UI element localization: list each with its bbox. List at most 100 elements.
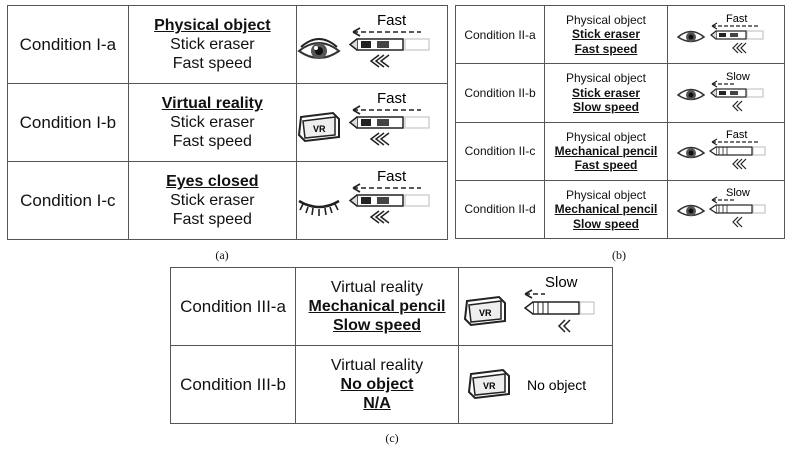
eye-icon <box>676 30 706 42</box>
illustration-cell: VR Slow <box>458 267 613 346</box>
condition-description: Physical object Stick eraser Fast speed <box>127 5 298 84</box>
description-line: Stick eraser <box>170 113 255 131</box>
description-line-emphasis: Slow speed <box>332 317 422 335</box>
condition-text: Condition II-c <box>464 144 536 159</box>
condition-label: Condition II-c <box>455 121 545 181</box>
dashed-arrow-icon <box>711 22 758 30</box>
stick-eraser-icon <box>348 193 430 207</box>
condition-text: Condition III-b <box>180 374 286 394</box>
condition-description: Physical object Mechanical pencil Slow s… <box>544 179 668 240</box>
dashed-arrow-icon <box>524 288 545 299</box>
eye-eraser-fast-illustration: Fast <box>676 13 764 54</box>
condition-text: Condition I-a <box>19 34 117 54</box>
description-line: Fast speed <box>172 55 252 73</box>
vr-headset-text: VR <box>483 381 496 391</box>
vr-headset-icon: VR <box>463 295 506 326</box>
description-line: Virtual reality <box>330 278 424 296</box>
condition-label: Condition III-b <box>170 345 296 424</box>
table-b: Condition II-a Physical object Stick era… <box>455 4 785 240</box>
condition-label: Condition I-b <box>7 83 129 162</box>
row-condition-II-c: Condition II-c Physical object Mechanica… <box>455 121 785 181</box>
vr-headset-icon: VR <box>297 111 340 142</box>
slow-speed-chevrons-icon <box>732 216 743 228</box>
closed-eye-icon <box>298 199 340 216</box>
condition-description: Virtual reality Stick eraser Fast speed <box>127 83 298 162</box>
dashed-arrow-icon <box>711 80 736 88</box>
closed-eye-eraser-fast-illustration: Fast <box>298 168 430 224</box>
eye-eraser-slow-illustration: Slow <box>676 71 764 112</box>
row-condition-II-b: Condition II-b Physical object Stick era… <box>455 63 785 123</box>
mechanical-pencil-icon <box>708 204 766 214</box>
table-c: Condition III-a Virtual reality Mechanic… <box>170 267 613 424</box>
condition-label: Condition II-a <box>455 4 545 65</box>
stick-eraser-icon <box>348 115 430 129</box>
description-line-emphasis: Stick eraser <box>571 27 641 42</box>
description-line: Fast speed <box>172 211 252 229</box>
mechanical-pencil-icon <box>708 146 766 156</box>
condition-label: Condition III-a <box>170 267 296 346</box>
vr-headset-text: VR <box>479 308 492 318</box>
condition-text: Condition III-a <box>180 296 286 316</box>
mechanical-pencil-icon <box>523 300 594 315</box>
fast-speed-chevrons-icon <box>732 158 747 170</box>
description-line-emphasis: Stick eraser <box>571 85 641 100</box>
stick-eraser-icon <box>348 37 430 51</box>
description-line: Stick eraser <box>170 191 255 209</box>
description-line: Physical object <box>565 13 647 28</box>
eye-icon <box>297 37 341 59</box>
condition-text: Condition I-c <box>20 190 116 210</box>
dashed-arrow-icon <box>711 196 736 204</box>
caption-a: (a) <box>215 248 229 262</box>
row-condition-I-a: Condition I-a Physical object Stick eras… <box>7 5 448 84</box>
fast-speed-chevrons-icon <box>369 209 390 224</box>
speed-label: Fast <box>377 12 407 29</box>
description-line-emphasis: Virtual reality <box>161 94 263 112</box>
eye-eraser-fast-illustration: Fast <box>297 12 430 68</box>
description-line-emphasis: Fast speed <box>574 158 638 173</box>
illustration-cell: VR No object <box>458 345 613 424</box>
description-line-emphasis: Fast speed <box>574 41 638 56</box>
dashed-arrow-icon <box>352 182 421 193</box>
condition-text: Condition II-b <box>464 85 536 100</box>
eye-icon <box>676 205 706 217</box>
speed-label: Slow <box>545 274 578 291</box>
description-line: Physical object <box>565 71 647 86</box>
dashed-arrow-icon <box>711 138 758 146</box>
illustration-cell: Slow <box>667 179 785 240</box>
illustration-cell: VR Fast <box>296 83 448 162</box>
description-line-emphasis: Mechanical pencil <box>554 202 658 217</box>
condition-label: Condition I-c <box>7 161 129 240</box>
description-line-emphasis: No object <box>340 375 414 393</box>
condition-description: Physical object Stick eraser Slow speed <box>544 63 668 123</box>
fast-speed-chevrons-icon <box>732 42 747 54</box>
condition-text: Condition II-d <box>464 202 536 217</box>
vr-headset-text: VR <box>313 124 326 134</box>
speed-label: Fast <box>377 90 407 107</box>
speed-label: Slow <box>726 187 750 199</box>
description-line-emphasis: Mechanical pencil <box>554 143 658 158</box>
illustration-cell: Fast <box>667 121 785 181</box>
illustration-cell: Fast <box>296 5 448 84</box>
vr-eraser-fast-illustration: VR Fast <box>297 90 430 146</box>
speed-label: Fast <box>726 129 747 141</box>
condition-description: Eyes closed Stick eraser Fast speed <box>127 161 298 240</box>
illustration-cell: Slow <box>667 63 785 123</box>
description-line-emphasis: Physical object <box>154 16 271 34</box>
condition-description: Virtual reality Mechanical pencil Slow s… <box>295 267 459 346</box>
description-line-emphasis: N/A <box>363 395 391 413</box>
speed-label: Slow <box>726 71 750 83</box>
row-condition-I-b: Condition I-b Virtual reality Stick eras… <box>7 83 448 162</box>
stick-eraser-icon <box>710 30 764 40</box>
description-line: Fast speed <box>172 133 252 151</box>
illustration-cell: Fast <box>667 4 785 65</box>
row-condition-II-d: Condition II-d Physical object Mechanica… <box>455 179 785 240</box>
vr-headset-icon: VR <box>467 368 510 399</box>
speed-label: Fast <box>377 168 407 185</box>
fast-speed-chevrons-icon <box>369 53 390 68</box>
condition-text: Condition I-b <box>19 112 117 132</box>
description-line: Stick eraser <box>170 35 255 53</box>
caption-c: (c) <box>385 431 399 445</box>
no-object-label: No object <box>527 377 586 393</box>
vr-no-object-illustration: VR No object <box>467 368 586 399</box>
description-line-emphasis: Mechanical pencil <box>308 297 446 315</box>
